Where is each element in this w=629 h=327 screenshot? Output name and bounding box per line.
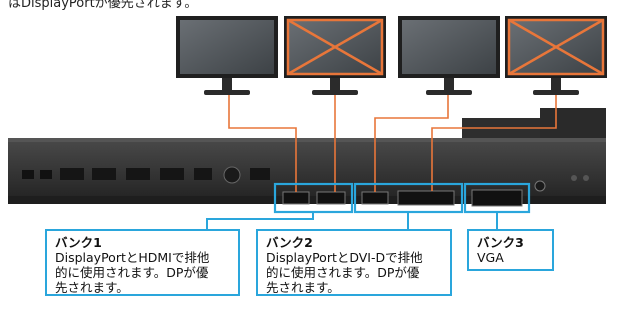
bank-2-description: DisplayPortとDVI-Dで排他 的に使用されます。DPが優 先されます…: [266, 250, 423, 295]
bank-3-title: バンク3: [477, 235, 524, 250]
bank-1-description: DisplayPortとHDMIで排他 的に使用されます。DPが優 先されます。: [55, 250, 210, 295]
leader-lines: [206, 212, 498, 230]
bank-1-label-box: バンク1 DisplayPortとHDMIで排他 的に使用されます。DPが優 先…: [45, 229, 240, 296]
monitor-3: [398, 16, 500, 95]
bank-2-label-box: バンク2 DisplayPortとDVI-Dで排他 的に使用されます。DPが優 …: [256, 229, 452, 296]
bank-1-title: バンク1: [55, 235, 102, 250]
bank-2-title: バンク2: [266, 235, 313, 250]
top-caption: はDisplayPortが優先されます。: [8, 0, 198, 11]
connection-lines: [228, 95, 557, 192]
monitor-4-disabled: [505, 16, 607, 95]
monitor-1: [176, 16, 278, 95]
docking-station: [8, 108, 606, 207]
bank-3-description: VGA: [477, 250, 504, 265]
monitor-2-disabled: [284, 16, 386, 95]
bank-3-label-box: バンク3 VGA: [467, 229, 554, 271]
